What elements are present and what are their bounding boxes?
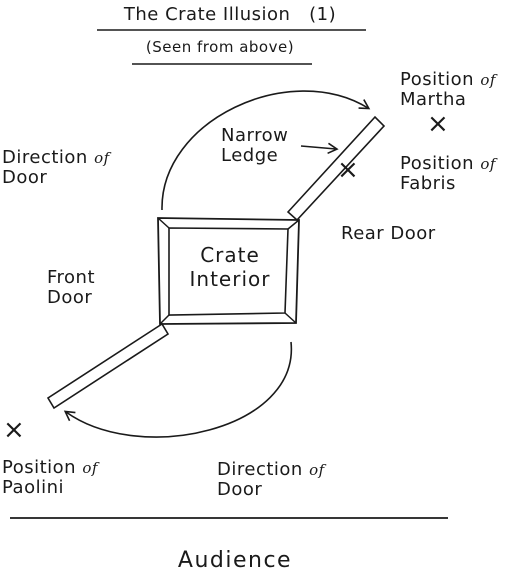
rear-door-panel <box>286 115 386 222</box>
martha-position-word: Position <box>400 69 475 90</box>
martha-name: Martha <box>400 89 467 110</box>
diagram-subtitle: (Seen from above) <box>145 38 295 56</box>
fabris-marker-icon: × <box>337 155 360 185</box>
narrow-ledge-line-2: Ledge <box>221 145 279 166</box>
title-text: The Crate Illusion <box>123 4 291 25</box>
title-number: (1) <box>309 4 337 25</box>
direction-of-door-top-label: Direction of Door <box>2 148 110 188</box>
paolini-of: of <box>82 459 98 477</box>
crate-corner-tr <box>287 219 300 230</box>
audience-label: Audience <box>177 548 293 573</box>
direction-top-door: Door <box>2 167 48 188</box>
crate-label-line-2: Interior <box>189 267 271 291</box>
paolini-marker-icon: × <box>3 415 26 445</box>
direction-of-door-arc-bottom <box>63 341 292 438</box>
front-door-label: Front Door <box>47 268 95 308</box>
crate-corner-br <box>284 312 297 324</box>
crate-corner-bl <box>159 314 170 325</box>
fabris-position-word: Position <box>400 153 475 174</box>
direction-of-door-bottom-label: Direction of Door <box>217 460 325 500</box>
paolini-position-word: Position <box>2 457 77 478</box>
narrow-ledge-line-1: Narrow <box>221 125 289 146</box>
paolini-name: Paolini <box>2 477 64 498</box>
direction-of-door-arc-top <box>161 90 371 211</box>
position-of-fabris-label: Position of Fabris <box>400 154 496 194</box>
direction-bottom-of: of <box>309 461 325 479</box>
martha-marker-icon: × <box>427 109 450 139</box>
rear-door-text: Rear Door <box>341 223 436 244</box>
crate-interior-label: Crate Interior <box>160 243 300 291</box>
martha-of: of <box>480 71 496 89</box>
direction-bottom-door: Door <box>217 479 263 500</box>
narrow-ledge-arrow <box>300 142 339 155</box>
diagram-title: The Crate Illusion (1) <box>0 4 460 25</box>
direction-bottom-word: Direction <box>217 459 303 480</box>
direction-top-word: Direction <box>2 147 88 168</box>
position-of-martha-label: Position of Martha <box>400 70 496 110</box>
direction-top-of: of <box>94 149 110 167</box>
fabris-of: of <box>480 155 496 173</box>
front-door-line-2: Door <box>47 287 93 308</box>
crate-corner-tl <box>157 217 170 229</box>
crate <box>157 217 300 325</box>
front-door-panel <box>46 322 170 410</box>
crate-label-line-1: Crate <box>200 243 260 267</box>
front-door-line-1: Front <box>47 267 96 288</box>
rear-door-label: Rear Door <box>341 224 436 244</box>
fabris-name: Fabris <box>400 173 456 194</box>
narrow-ledge-label: Narrow Ledge <box>221 126 288 166</box>
position-of-paolini-label: Position of Paolini <box>2 458 98 498</box>
